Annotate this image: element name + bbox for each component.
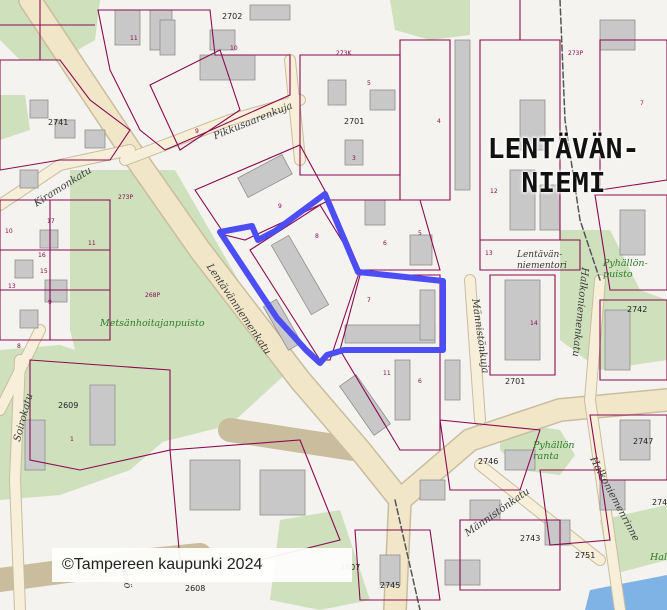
block-number: 2741 [48,118,69,127]
lot-number: 5 [418,230,422,237]
lot-number: 6 [418,378,422,385]
block-number: 2608 [185,584,206,593]
lot-number: 8 [315,233,319,240]
highlighted-planning-area [217,191,446,366]
block-number: 2743 [520,534,541,543]
area-name-label: LENTÄVÄN- NIEMI [460,132,667,200]
block-number: 2701 [344,117,365,126]
block-number: 2701 [505,377,526,386]
street-label-lentavanniementori: Lentävän- niementori [517,250,567,271]
lot-number: 10 [5,228,13,235]
block-number: 2609 [58,401,79,410]
area-name-line1: LENTÄVÄN- [487,132,640,165]
lot-number: 7 [640,100,644,107]
area-name-line2: NIEMI [521,166,606,199]
lot-number: 6 [383,240,387,247]
lot-number: 5 [367,80,371,87]
block-number: 2742 [627,305,648,314]
lot-number: 7 [367,297,371,304]
lot-number: 17 [47,218,55,225]
park-label-metsanhoitajanpuisto: Metsänhoitajanpuisto [100,318,205,329]
lot-number: 9 [278,203,282,210]
lot-number: 13 [8,283,16,290]
block-number: 2751 [575,551,596,560]
block-number: 2746 [478,457,499,466]
lot-number: 273P [118,194,134,201]
park-label-hal: Hal [650,552,667,563]
lot-number: 9 [48,299,52,306]
park-label-pyhallonpuisto: Pyhällön- puisto [603,258,648,280]
lot-number: 8 [17,343,21,350]
lot-number: 11 [88,240,96,247]
block-number: 2745 [380,581,401,590]
block-number: 274 [652,498,667,507]
lot-number: 268P [145,292,161,299]
block-number: 2747 [633,437,654,446]
lot-number: 12 [490,188,498,195]
lot-number: 14 [530,320,538,327]
lot-number: 11 [383,370,391,377]
lot-number: 15 [40,268,48,275]
water-area [585,575,667,610]
lot-number: 13 [485,250,493,257]
block-number: 2702 [222,12,243,21]
lot-number: 273P [568,50,584,57]
lot-number: 1 [70,436,74,443]
lot-number: 11 [130,35,138,42]
lot-number: 273K [336,50,352,57]
park-label-pyhallonranta: Pyhällön ranta [533,440,575,462]
lot-number: 9 [195,128,199,135]
lot-number: 4 [437,118,441,125]
copyright-notice: ©Tampereen kaupunki 2024 [52,548,352,582]
lot-number: 10 [230,45,238,52]
lot-number: 16 [38,252,46,259]
lot-number: 3 [352,155,356,162]
